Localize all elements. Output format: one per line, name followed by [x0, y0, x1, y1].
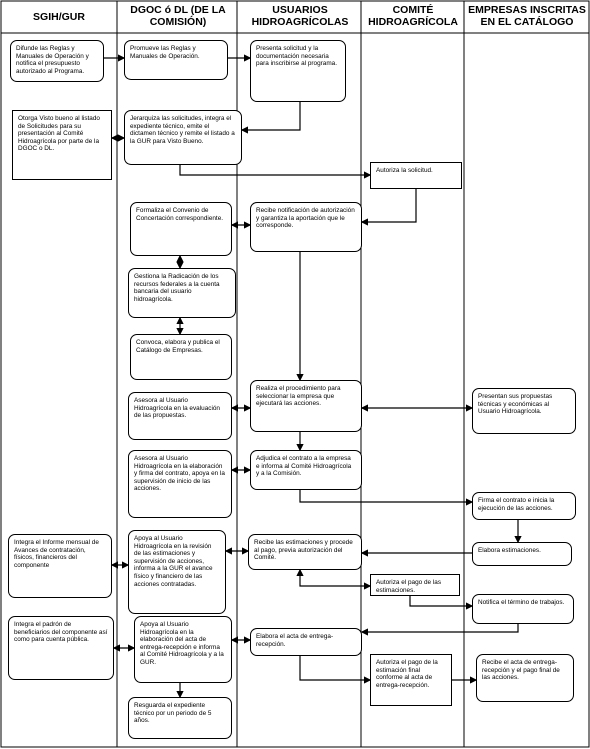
step-recibe-notificacion: Recibe notificación de autorización y ga…: [250, 202, 362, 252]
step-autoriza-solicitud: Autoriza la solicitud.: [370, 162, 462, 189]
arrow: [299, 656, 372, 684]
step-gestiona-radicacion: Gestiona la Radicación de los recursos f…: [128, 268, 236, 318]
step-resguarda-expediente: Resguarda el expediente técnico por un p…: [128, 697, 232, 739]
step-jerarquiza-solicitudes: Jerarquiza las solicitudes, integra el e…: [124, 110, 242, 165]
step-formaliza-convenio: Formaliza el Convenio de Concertación co…: [130, 202, 232, 256]
step-convoca-catalogo: Convoca, elabora y publica el Catálogo d…: [130, 334, 232, 380]
step-adjudica-contrato: Adjudica el contrato a la empresa e info…: [250, 450, 362, 490]
lane-title-comite-hidroagricola: COMITÉ HIDROAGRÍCOLA: [368, 4, 458, 28]
step-apoya-acta: Apoya al Usuario Hidroagrícola en la ela…: [134, 616, 232, 683]
step-notifica-termino: Notifica el término de trabajos.: [472, 594, 574, 624]
lane-title-empresas-inscritas: EMPRESAS INSCRITAS EN EL CATÁLOGO: [468, 4, 586, 28]
lane-title-sgih-gur: SGIH/GUR: [33, 11, 85, 23]
step-integra-padron: Integra el padrón de beneficiarios del c…: [8, 616, 114, 680]
step-presenta-solicitud: Presenta solicitud y la documentación ne…: [250, 40, 346, 102]
step-apoya-estimaciones: Apoya al Usuario Hidroagrícola en la rev…: [128, 530, 226, 614]
step-difunde-reglas: Difunde las Reglas y Manuales de Operaci…: [10, 40, 104, 82]
step-recibe-acta-pago: Recibe el acta de entrega-recepción y el…: [476, 654, 574, 702]
arrow: [409, 596, 474, 610]
arrow: [360, 189, 417, 226]
step-elabora-estimaciones: Elabora estimaciones.: [472, 542, 572, 566]
step-firma-contrato: Firma el contrato e inicia la ejecución …: [472, 492, 576, 520]
step-otorga-visto-bueno: Otorga Visto bueno al listado de Solicit…: [12, 110, 112, 180]
arrow: [179, 165, 372, 179]
step-recibe-estimaciones: Recibe las estimaciones y procede al pag…: [248, 534, 362, 570]
lane-title-usuarios-hidroagricolas: USUARIOS HIDROAGRÍCOLAS: [251, 4, 349, 28]
arrow: [240, 102, 301, 134]
step-presentan-propuestas: Presentan sus propuestas técnicas y econ…: [472, 388, 576, 434]
step-elabora-acta: Elabora el acta de entrega-recepción.: [250, 628, 362, 656]
lane-title-dgoc-dl: DGOC ó DL (DE LA COMISIÓN): [130, 4, 226, 28]
step-asesora-evaluacion: Asesora al Usuario Hidroagrícola en la e…: [128, 392, 232, 440]
arrow: [296, 568, 372, 590]
step-asesora-contrato: Asesora al Usuario Hidroagrícola en la e…: [128, 450, 232, 518]
step-realiza-procedimiento: Realiza el procedimiento para selecciona…: [250, 380, 362, 432]
arrow: [299, 490, 474, 506]
arrow: [360, 624, 519, 636]
step-autoriza-pago-final: Autoriza el pago de la estimación final …: [370, 654, 452, 706]
step-integra-informe-mensual: Integra el Informe mensual de Avances de…: [8, 534, 112, 598]
step-autoriza-pago-estimaciones: Autoriza el pago de las estimaciones.: [370, 574, 460, 596]
step-promueve-reglas: Promueve las Reglas y Manuales de Operac…: [124, 40, 228, 80]
